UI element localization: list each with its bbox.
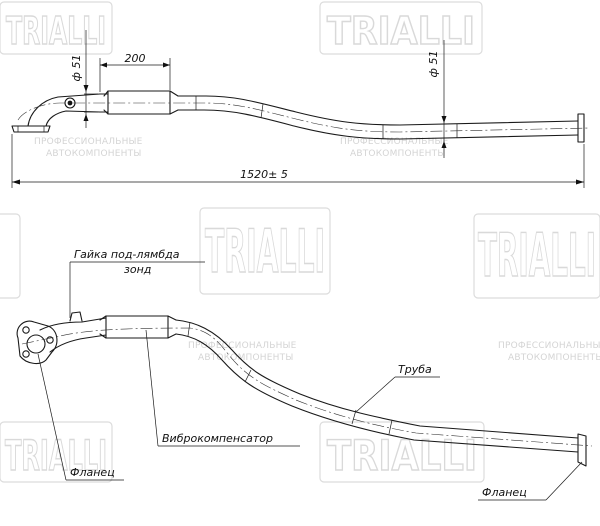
leader-vibration-compensator: Виброкомпенсатор [145, 329, 300, 447]
side-view-elbow-outer [27, 93, 101, 127]
leader-flange-right: Фланец [478, 461, 583, 501]
watermark-subtitle-4a: ПРОФЕССИОНАЛЬНЫЕ [498, 341, 600, 351]
iso-flange-right [577, 433, 587, 467]
watermark-logo-mid-center: TRIALLI [199, 207, 331, 295]
label-lambda-nut-line1: Гайка под-лямбда [74, 248, 180, 261]
isometric-view-drawing: Гайка под-лямбда зонд Труба Виброкомпенс… [16, 248, 593, 501]
watermark-logo-top-left: TRIALLI [0, 1, 113, 55]
iso-elbow-upper [39, 317, 107, 331]
dimension-200: 200 [99, 52, 171, 92]
svg-text:TRIALLI: TRIALLI [6, 9, 106, 53]
svg-text:TRIALLI: TRIALLI [205, 217, 325, 287]
side-view-centerline [17, 102, 591, 133]
svg-text:TRIALLI: TRIALLI [5, 431, 107, 480]
iso-flex-compensator [99, 315, 177, 339]
watermark-subtitle-1a: ПРОФЕССИОНАЛЬНЫЕ [34, 137, 143, 147]
watermark-subtitle-3b: АВТОКОМПОНЕНТЫ [198, 353, 293, 363]
iso-elbow-lower [49, 334, 107, 353]
leader-pipe: Труба [355, 363, 440, 413]
svg-text:TRIALLI: TRIALLI [327, 431, 477, 480]
side-view-pipe-upper [177, 95, 579, 126]
watermark-logo-mid-right: TRIALLI [473, 213, 600, 299]
watermark-group: TRIALLI TRIALLI TRIALLI TRIALLI TRIALLI … [0, 1, 600, 483]
dimension-200-text: 200 [125, 52, 146, 65]
side-view-drawing: 200 ф 51 ф 51 1520± 5 [11, 30, 591, 188]
dimension-diameter-left: ф 51 [70, 30, 98, 128]
leader-lambda-nut: Гайка под-лямбда зонд [69, 248, 205, 318]
iso-pipe-upper [175, 319, 579, 439]
watermark-logo-bottom-mid: TRIALLI [319, 421, 485, 483]
dimension-diameter-right-text: ф 51 [427, 51, 440, 78]
side-view-pipe-lower [177, 109, 579, 140]
iso-flange-left [16, 320, 58, 365]
iso-lambda-bung [69, 311, 83, 322]
svg-text:TRIALLI: TRIALLI [327, 9, 475, 53]
watermark-subtitle-3a: ПРОФЕССИОНАЛЬНЫЕ [188, 341, 297, 351]
watermark-logo-mid-left [0, 213, 21, 299]
watermark-logo-bottom-left: TRIALLI [0, 421, 113, 483]
dimension-total-length-text: 1520± 5 [240, 168, 288, 181]
label-vibration-compensator: Виброкомпенсатор [162, 432, 273, 445]
watermark-subtitle-2b: АВТОКОМПОНЕНТЫ [350, 149, 445, 159]
label-lambda-nut-line2: зонд [124, 263, 151, 276]
label-pipe: Труба [398, 363, 432, 376]
dimension-diameter-left-text: ф 51 [70, 55, 83, 82]
label-flange-right: Фланец [482, 486, 527, 499]
leader-flange-left: Фланец [37, 353, 124, 481]
svg-text:TRIALLI: TRIALLI [478, 221, 596, 291]
iso-pipe-lower [175, 333, 579, 453]
watermark-logo-top-mid: TRIALLI [319, 1, 483, 55]
iso-centerline [21, 327, 593, 447]
side-view-elbow-inner [45, 110, 101, 127]
watermark-subtitle-1b: АВТОКОМПОНЕНТЫ [46, 149, 141, 159]
dimension-total-length: 1520± 5 [11, 134, 585, 188]
dimension-diameter-right: ф 51 [427, 40, 447, 158]
side-view-flex-compensator [103, 90, 179, 115]
watermark-subtitle-2a: ПРОФЕССИОНАЛЬНЫЕ [340, 137, 449, 147]
side-view-flange-left [11, 125, 51, 133]
watermark-subtitle-4b: АВТОКОМПОНЕНТЫ [508, 353, 600, 363]
side-view-flange-right [577, 113, 585, 143]
label-flange-left: Фланец [70, 466, 115, 479]
